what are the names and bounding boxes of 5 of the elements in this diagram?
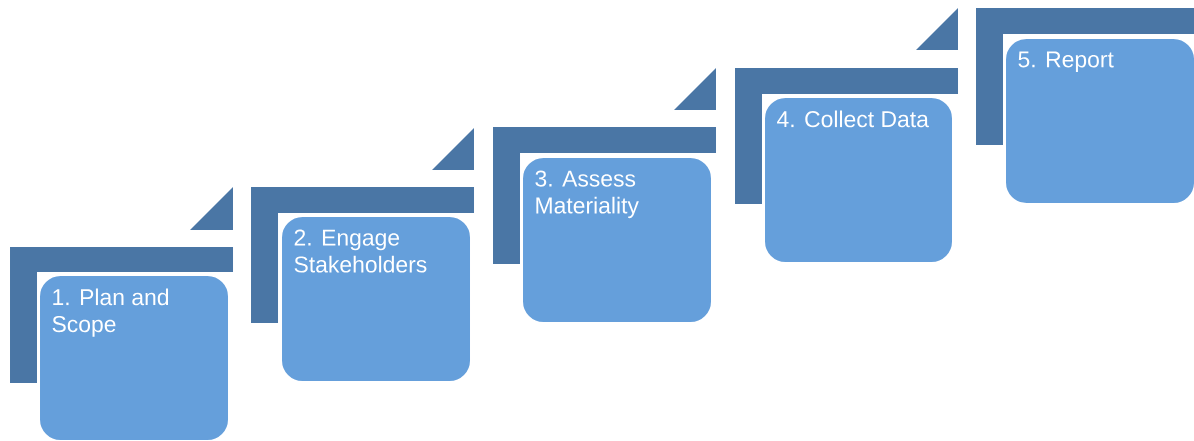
process-box: 1. Plan and Scope xyxy=(37,273,231,441)
process-box: 5. Report xyxy=(1003,36,1194,206)
process-box: 3. Assess Materiality xyxy=(520,155,714,325)
process-box: 4. Collect Data xyxy=(762,95,955,265)
process-box: 2. Engage Stakeholders xyxy=(279,214,473,384)
